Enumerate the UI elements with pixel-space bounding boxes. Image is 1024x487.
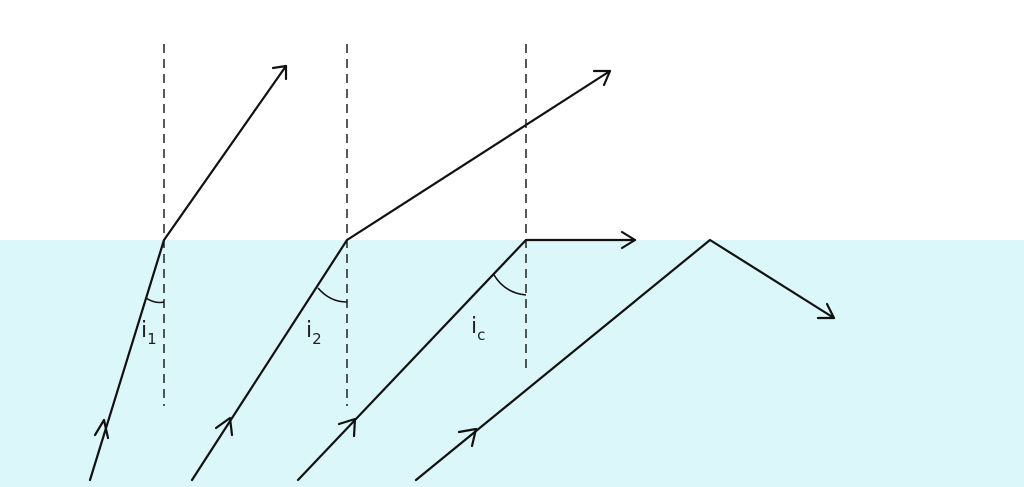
ray-1-refracted-arrowhead bbox=[271, 64, 288, 81]
ray-4-reflected-arrowhead bbox=[816, 302, 836, 320]
angle-arc-2 bbox=[317, 287, 348, 303]
angle-label-1-main: i bbox=[141, 318, 147, 343]
angle-label-c-subscript: c bbox=[477, 326, 485, 344]
air-region bbox=[0, 0, 1024, 240]
ray-3 bbox=[296, 230, 637, 482]
angle-arc-c bbox=[493, 274, 527, 296]
water-region bbox=[0, 240, 1024, 487]
ray-4 bbox=[414, 238, 836, 482]
ray-4-incident-arrow bbox=[457, 427, 478, 448]
ray-2-refracted-arrowhead bbox=[592, 69, 612, 87]
angle-label-c-main: i bbox=[471, 314, 477, 339]
angle-label-1: i1 bbox=[141, 318, 157, 348]
ray-2-path bbox=[190, 69, 612, 482]
ray-1-incident-arrow bbox=[93, 418, 110, 440]
angle-label-2-main: i bbox=[306, 318, 312, 343]
angle-label-2-subscript: 2 bbox=[312, 330, 322, 348]
angle-label-c: ic bbox=[471, 314, 485, 344]
ray-2-incident-arrow bbox=[214, 416, 234, 437]
ray-3-incident-arrow bbox=[337, 417, 357, 438]
ray-1-path bbox=[88, 64, 288, 482]
ray-3-grazing-arrowhead bbox=[620, 230, 637, 250]
ray-3-path bbox=[296, 238, 637, 482]
ray-4-path bbox=[414, 238, 836, 482]
angle-label-1-subscript: 1 bbox=[147, 330, 157, 348]
angle-arc-1 bbox=[145, 297, 165, 304]
ray-2 bbox=[190, 69, 612, 482]
ray-1 bbox=[88, 64, 288, 482]
angle-label-2: i2 bbox=[306, 318, 322, 348]
